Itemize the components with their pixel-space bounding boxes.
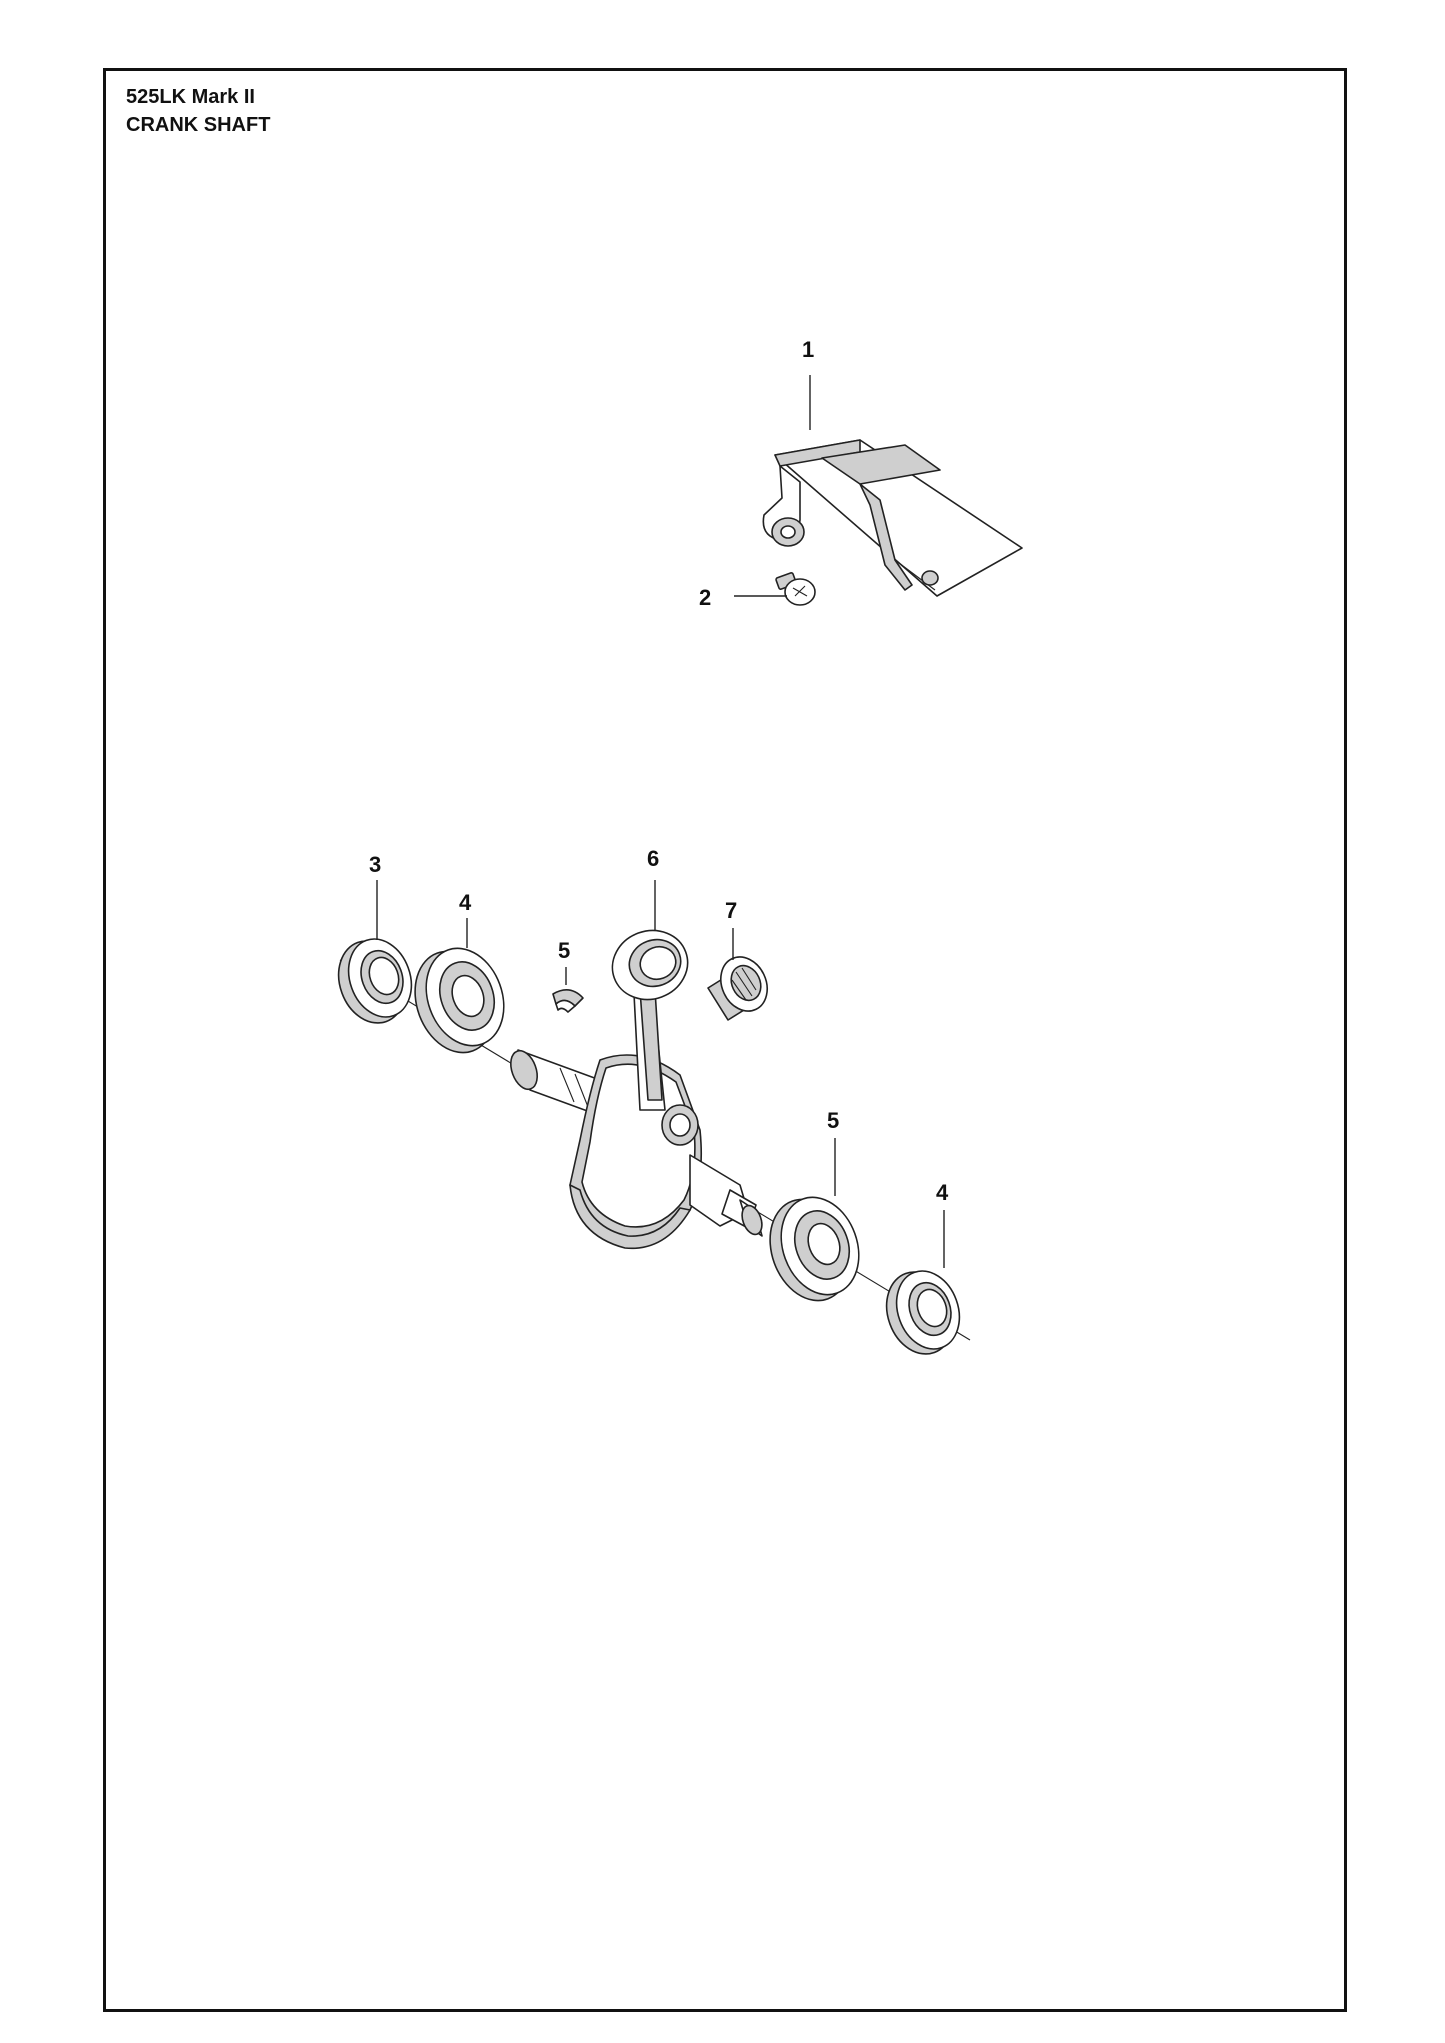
part-7-needle-bearing xyxy=(707,956,768,1021)
crankshaft xyxy=(510,1049,763,1250)
callout-3: 5 xyxy=(558,938,570,963)
callout-7: 7 xyxy=(725,898,737,923)
section-title: CRANK SHAFT xyxy=(126,114,271,136)
part-6-connecting-rod xyxy=(611,929,689,1111)
callout-5-left: 4 xyxy=(459,890,472,915)
part-4-seal-right xyxy=(885,1270,961,1355)
drawing-frame xyxy=(103,68,1347,2012)
part-5-bearing-right xyxy=(769,1196,860,1302)
callout-4-left: 3 xyxy=(369,852,381,877)
part-3-key xyxy=(552,989,584,1013)
callout-4-right: 4 xyxy=(936,1180,949,1205)
part-1-cover xyxy=(762,439,1023,597)
callout-6: 6 xyxy=(647,846,659,871)
callout-2: 2 xyxy=(699,585,711,610)
part-4-seal-left xyxy=(337,938,413,1024)
callout-1: 1 xyxy=(802,337,814,362)
callout-5-right: 5 xyxy=(827,1108,839,1133)
part-5-bearing-left xyxy=(414,947,505,1054)
part-2-screw xyxy=(775,572,816,606)
model-title: 525LK Mark II xyxy=(126,86,255,108)
